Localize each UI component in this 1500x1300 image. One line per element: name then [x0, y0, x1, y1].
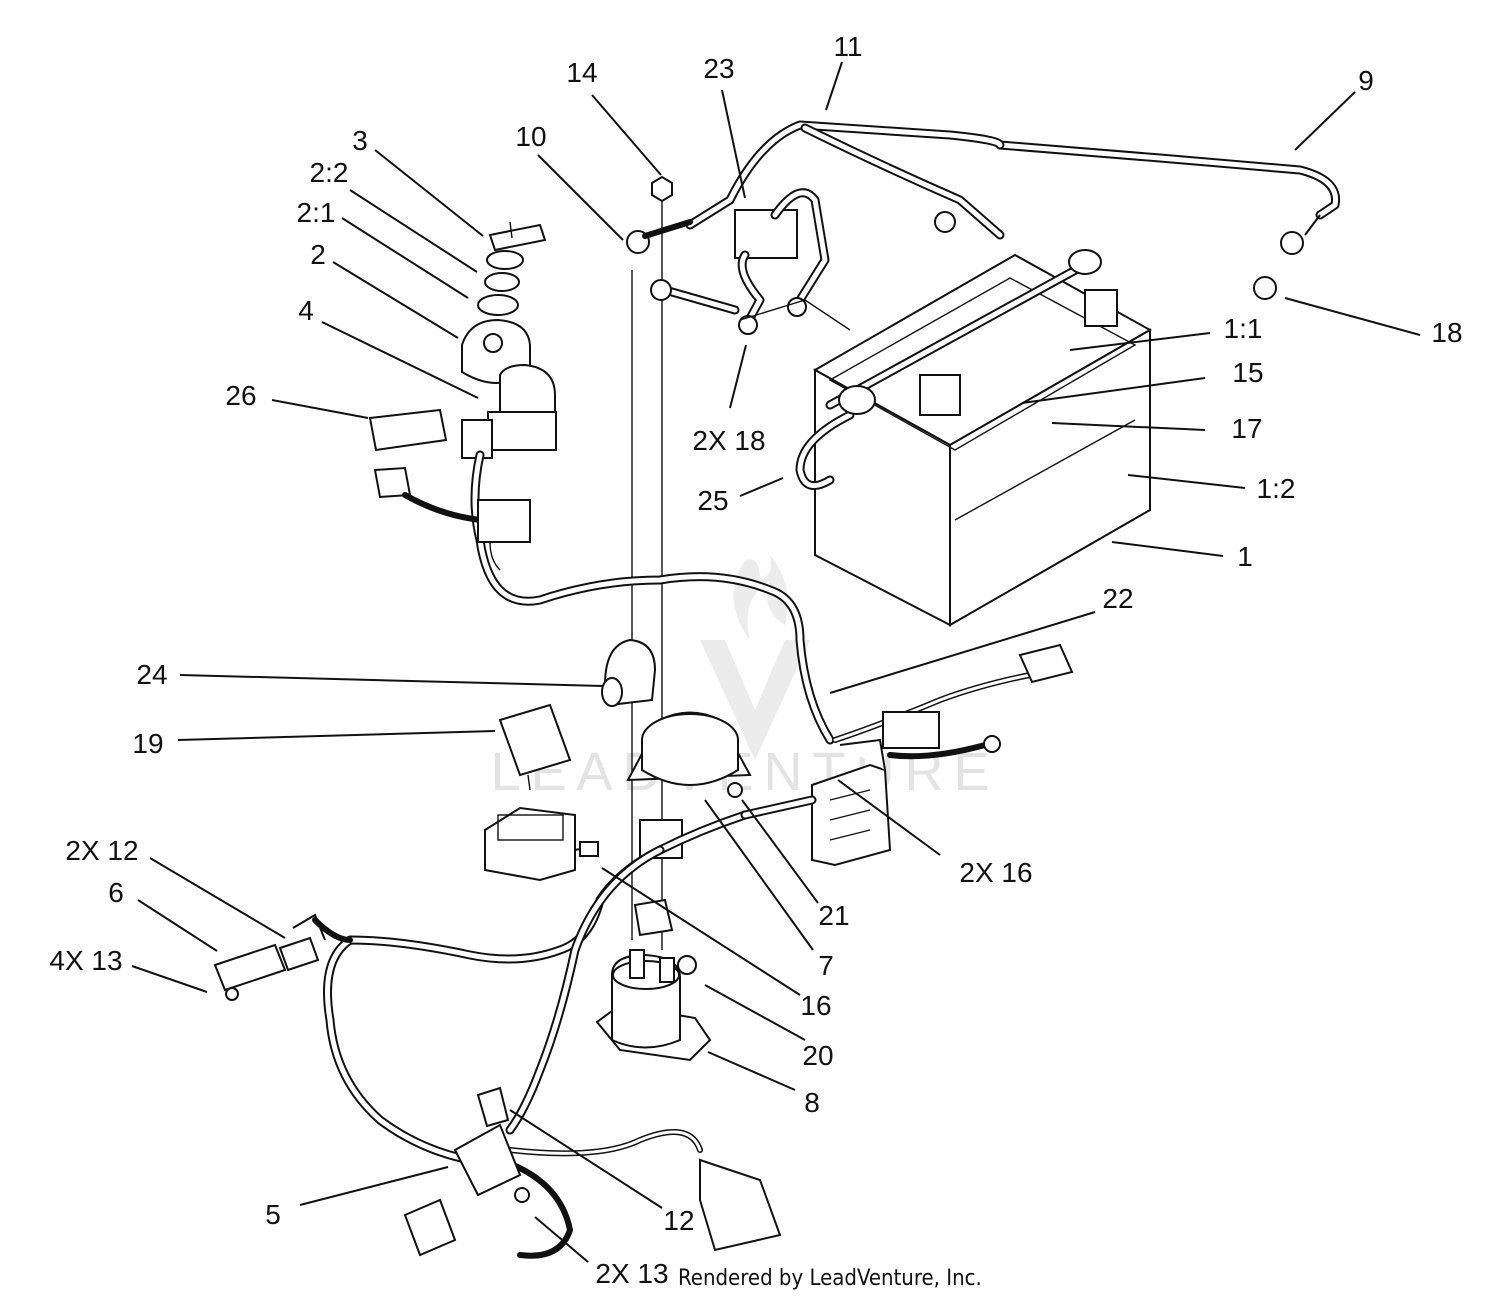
solenoid [595, 898, 712, 1062]
callout-2-2: 2:2 [310, 157, 349, 188]
callout-21: 21 [818, 900, 849, 931]
screw-21 [727, 782, 743, 798]
callout-6: 6 [108, 877, 124, 908]
callout-2x12: 2X 12 [65, 835, 138, 866]
callout-2x18: 2X 18 [692, 425, 765, 456]
key [488, 223, 547, 252]
lower-harness [323, 795, 817, 1259]
callout-2x13: 2X 13 [595, 1258, 668, 1289]
connector-6 [213, 913, 353, 1001]
watermark-flame-icon [733, 555, 788, 640]
relay-base [484, 806, 683, 882]
callout-8: 8 [804, 1087, 820, 1118]
callout-3: 3 [352, 125, 368, 156]
terminal-13 [225, 987, 239, 1001]
callout-2: 2 [310, 239, 326, 270]
battery [812, 253, 1153, 627]
harness-connector [477, 499, 531, 543]
fuse-holder [650, 188, 851, 335]
callout-26: 26 [225, 380, 256, 411]
callout-4x13: 4X 13 [49, 945, 122, 976]
module-7 [626, 711, 752, 798]
nut-18 [1253, 276, 1277, 300]
connector-26 [368, 408, 448, 499]
callout-20: 20 [802, 1040, 833, 1071]
battery-terminal [919, 374, 961, 416]
hold-down-rod [795, 249, 1102, 491]
callout-2-1: 2:1 [297, 197, 336, 228]
callout-15: 15 [1232, 357, 1263, 388]
callout-1: 1 [1237, 541, 1253, 572]
callout-labels: 11 9 23 14 10 3 2:2 2:1 2 4 26 18 1:1 15… [49, 31, 1462, 1289]
battery-cables [626, 120, 1341, 300]
nut-14 [651, 175, 673, 203]
relay-19 [498, 703, 572, 791]
callout-23: 23 [703, 53, 734, 84]
battery-terminal [1084, 289, 1118, 327]
terminal-boot-24 [601, 638, 657, 707]
callout-5: 5 [265, 1199, 281, 1230]
callout-10: 10 [515, 121, 546, 152]
callout-12: 12 [663, 1205, 694, 1236]
callout-7: 7 [818, 950, 834, 981]
callout-4: 4 [298, 295, 314, 326]
callout-1-1: 1:1 [1224, 313, 1263, 344]
switch-4 [461, 363, 557, 459]
clip-12 [476, 1086, 510, 1128]
watermark-v-icon [700, 640, 810, 760]
callout-16: 16 [800, 990, 831, 1021]
callout-24: 24 [136, 659, 167, 690]
credit-text: Rendered by LeadVenture, Inc. [678, 1266, 982, 1291]
callout-2x16: 2X 16 [959, 857, 1032, 888]
callout-14: 14 [566, 57, 597, 88]
callout-18: 18 [1431, 317, 1462, 348]
callout-25: 25 [697, 485, 728, 516]
connectors-22 [811, 643, 1074, 867]
key-switch [461, 221, 547, 384]
main-harness [402, 450, 835, 745]
callout-17: 17 [1231, 413, 1262, 444]
leader-lines [131, 61, 1421, 1263]
callout-11: 11 [833, 31, 862, 62]
callout-1-2: 1:2 [1257, 473, 1296, 504]
callout-22: 22 [1102, 583, 1133, 614]
connector-5 [453, 1123, 522, 1197]
callout-19: 19 [132, 728, 163, 759]
nut-20 [677, 955, 697, 975]
callout-9: 9 [1358, 65, 1374, 96]
